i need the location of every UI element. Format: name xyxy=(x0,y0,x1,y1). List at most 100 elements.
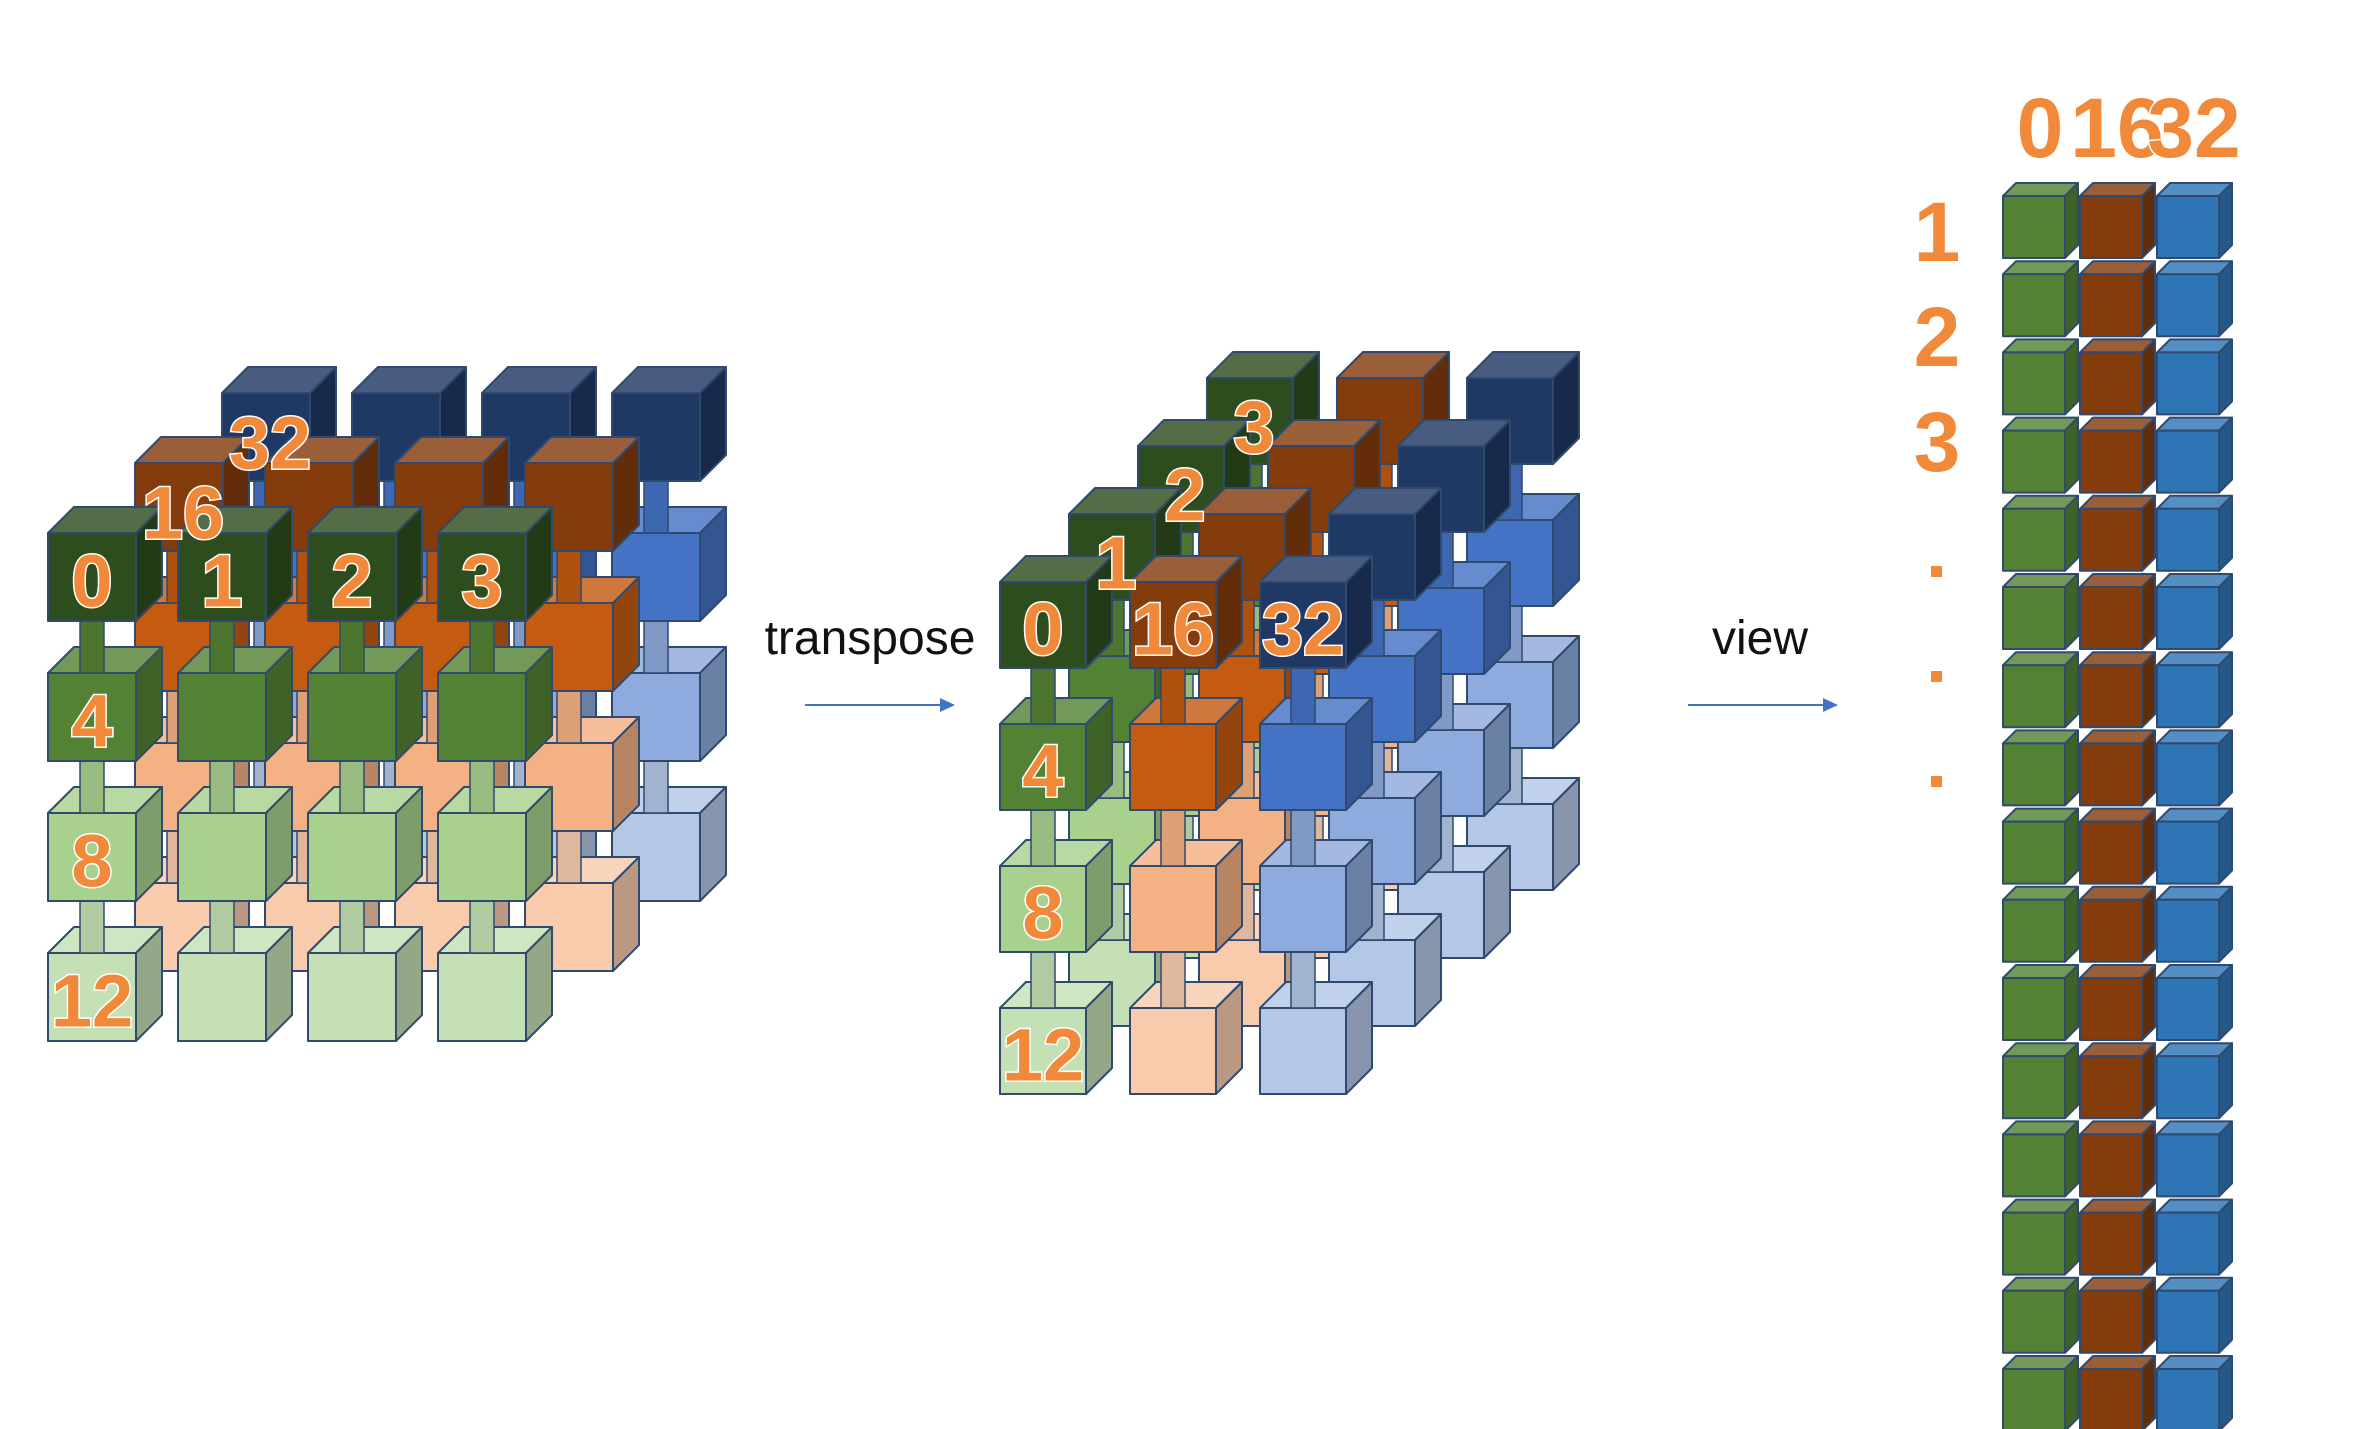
result-cell xyxy=(2002,573,2079,650)
left-connector xyxy=(209,620,235,674)
ellipsis-dot xyxy=(1931,671,1942,682)
left-cube-cell xyxy=(307,926,423,1042)
left-cube-cell xyxy=(437,646,553,762)
middle-connector xyxy=(1160,809,1186,867)
middle-depth-label: 1 xyxy=(1095,522,1136,605)
result-cell xyxy=(2002,182,2079,259)
left-connector xyxy=(556,690,582,744)
middle-cube-cell xyxy=(1259,555,1373,669)
left-cube-cell xyxy=(177,506,293,622)
transpose-label: transpose xyxy=(765,612,976,665)
result-cell xyxy=(2156,729,2233,807)
left-connector xyxy=(556,830,582,884)
result-row-label: 1 xyxy=(1914,185,1961,279)
result-column-label: 16 xyxy=(2070,81,2163,175)
left-cube-cell xyxy=(437,786,553,902)
left-layer-0 xyxy=(47,506,553,1042)
result-cell xyxy=(2079,1042,2156,1120)
middle-connector xyxy=(1160,951,1186,1009)
result-cell xyxy=(2002,338,2079,416)
result-cell xyxy=(2079,338,2156,416)
result-cell xyxy=(2079,729,2156,807)
left-column-label: 8 xyxy=(71,820,112,903)
result-cell xyxy=(2156,1120,2233,1198)
transpose-arrow xyxy=(805,698,955,712)
middle-cube-cell xyxy=(999,981,1113,1095)
result-cell xyxy=(2156,573,2233,650)
result-cell xyxy=(2156,651,2233,729)
result-cell xyxy=(2002,494,2079,572)
left-column-label: 12 xyxy=(51,960,133,1043)
left-cube-cell xyxy=(437,926,553,1042)
result-cell xyxy=(2002,729,2079,807)
left-connector xyxy=(469,760,495,814)
left-depth-label: 32 xyxy=(229,402,311,485)
result-cell xyxy=(2002,1355,2079,1429)
left-front-label: 3 xyxy=(461,540,502,623)
left-cube-cell xyxy=(307,786,423,902)
middle-connector xyxy=(1290,809,1316,867)
left-front-label: 1 xyxy=(201,540,242,623)
middle-cube-cell xyxy=(1259,981,1373,1095)
left-connector xyxy=(79,620,105,674)
result-row-label: 2 xyxy=(1914,290,1961,384)
result-cell xyxy=(2002,1120,2079,1198)
result-cell xyxy=(2079,964,2156,1041)
result-cell xyxy=(2156,1042,2233,1120)
result-cell xyxy=(2002,1198,2079,1276)
result-cell xyxy=(2156,964,2233,1041)
left-cube-cell xyxy=(177,646,293,762)
left-connector xyxy=(469,900,495,954)
result-cell xyxy=(2156,1198,2233,1276)
left-cube-cell xyxy=(47,786,163,902)
middle-front-label: 0 xyxy=(1022,588,1063,671)
left-depth-label: 16 xyxy=(142,472,224,555)
left-cube-cell xyxy=(177,786,293,902)
result-cell xyxy=(2156,260,2233,338)
ellipsis-dot xyxy=(1931,566,1942,577)
middle-connector xyxy=(1030,809,1056,867)
middle-cube-cell xyxy=(1259,839,1373,953)
result-cell xyxy=(2079,260,2156,338)
result-column-label: 0 xyxy=(2017,81,2064,175)
result-cell xyxy=(2079,1120,2156,1198)
view-label: view xyxy=(1712,612,1808,665)
view-arrow xyxy=(1688,698,1838,712)
left-cube-cell xyxy=(307,506,423,622)
result-cell xyxy=(2079,416,2156,494)
middle-connector xyxy=(1290,951,1316,1009)
left-cube-cell xyxy=(177,926,293,1042)
result-cell xyxy=(2079,1198,2156,1276)
middle-depth-label: 3 xyxy=(1233,386,1274,469)
middle-connector xyxy=(1290,667,1316,725)
result-cell xyxy=(2079,573,2156,650)
middle-cube-cell xyxy=(999,697,1113,811)
left-connector xyxy=(643,620,669,674)
middle-column-label: 12 xyxy=(1002,1014,1084,1097)
left-connector xyxy=(79,900,105,954)
left-cube-cell xyxy=(307,646,423,762)
left-front-label: 2 xyxy=(331,540,372,623)
result-cell xyxy=(2156,338,2233,416)
left-cube-cell xyxy=(437,506,553,622)
middle-connector xyxy=(1160,667,1186,725)
middle-layer-0 xyxy=(999,555,1373,1095)
result-cell xyxy=(2079,1276,2156,1354)
result-cell xyxy=(2079,885,2156,963)
left-cube-cell xyxy=(47,646,163,762)
result-cell xyxy=(2156,182,2233,259)
result-cell xyxy=(2002,1042,2079,1120)
middle-cube-cell xyxy=(1129,981,1243,1095)
left-connector xyxy=(339,620,365,674)
left-connector xyxy=(556,550,582,604)
result-cell xyxy=(2002,416,2079,494)
left-connector xyxy=(643,480,669,534)
result-cell xyxy=(2156,494,2233,572)
result-row-label: 3 xyxy=(1914,395,1961,489)
left-connector xyxy=(209,760,235,814)
result-cell xyxy=(2002,807,2079,885)
left-connector xyxy=(339,760,365,814)
